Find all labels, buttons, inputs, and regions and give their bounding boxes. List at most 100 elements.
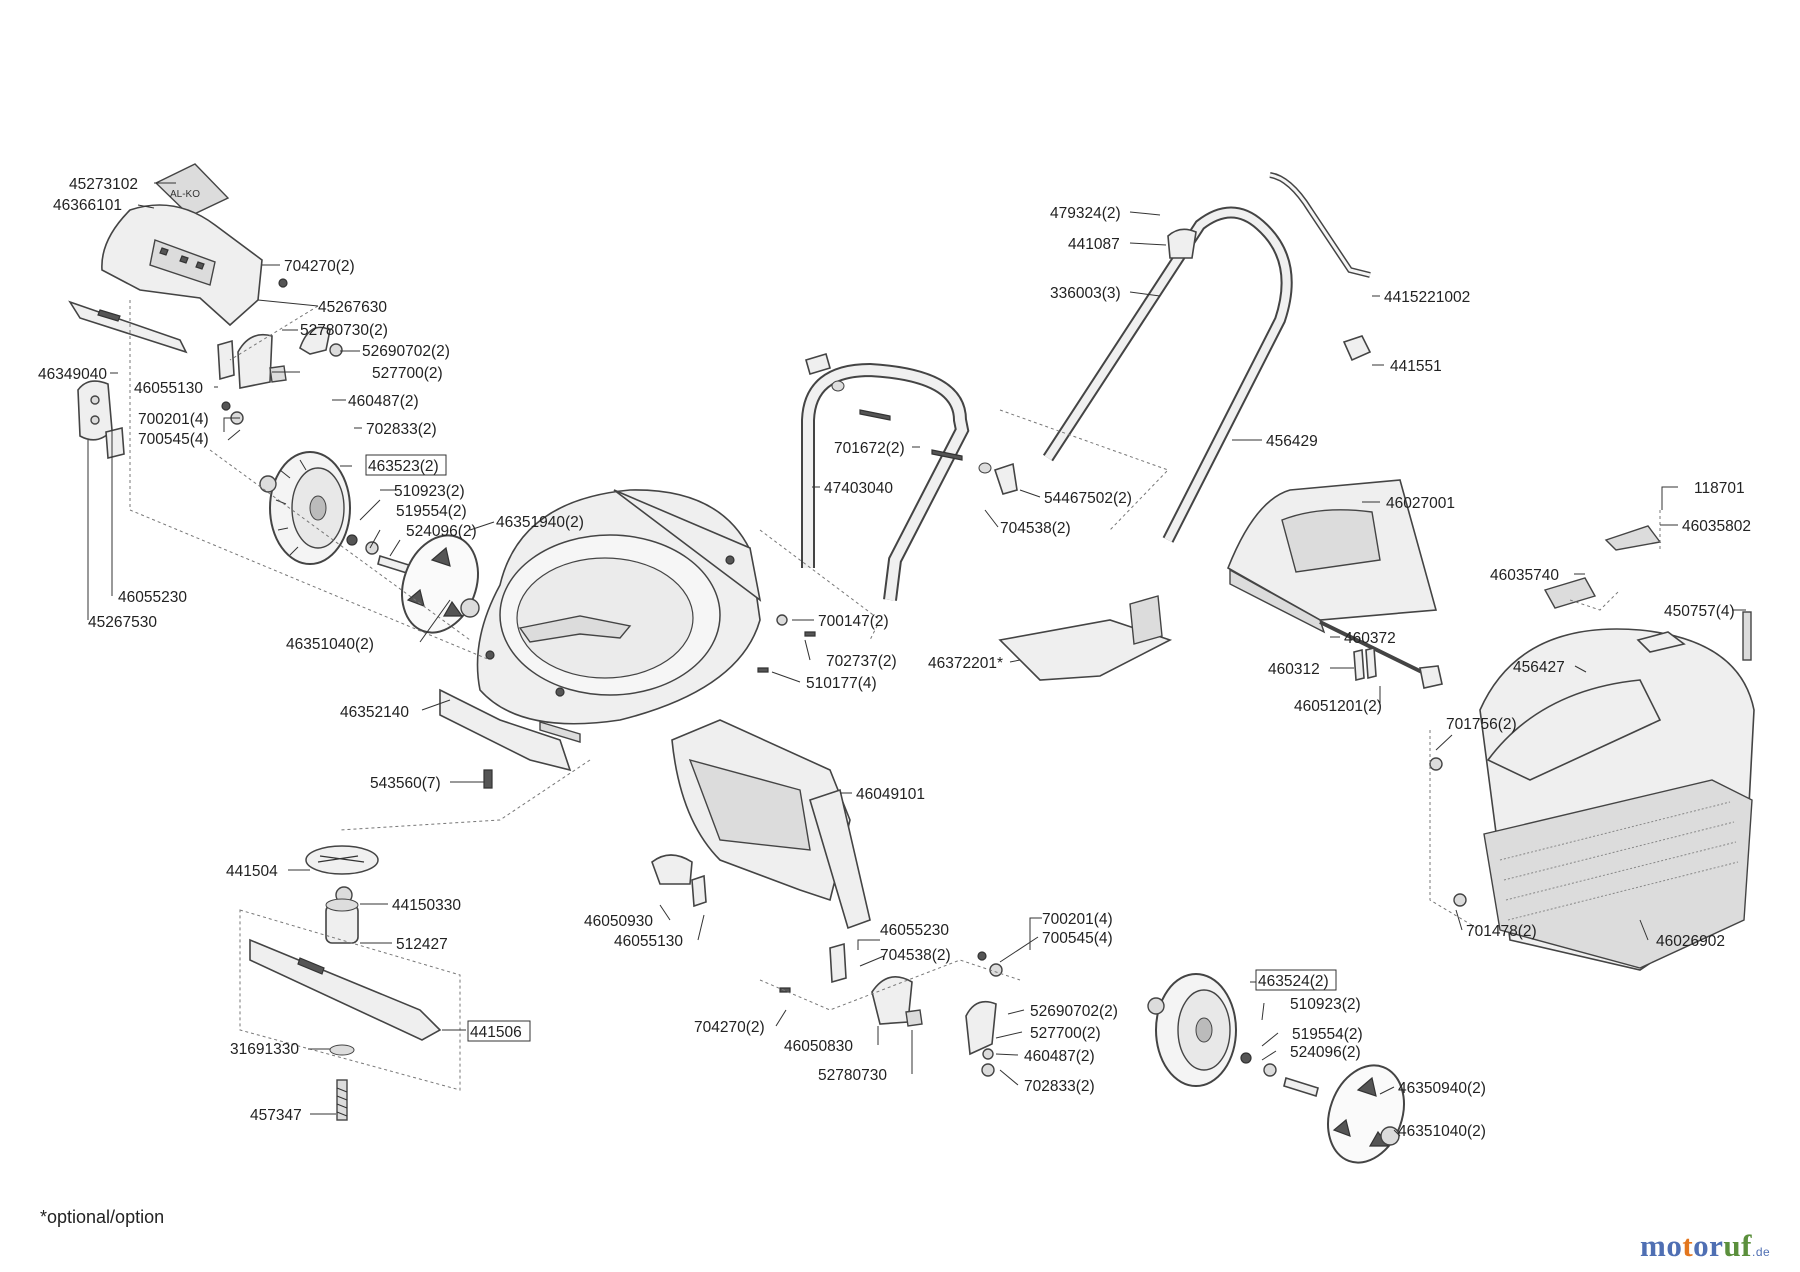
- part-label: 701478(2): [1466, 923, 1537, 940]
- part-label: 701756(2): [1446, 716, 1517, 733]
- right-hubcap-part: [1327, 1064, 1405, 1164]
- part-label: 46035802: [1682, 518, 1751, 535]
- height-adjuster-left-part: [77, 380, 125, 460]
- part-label: 700147(2): [818, 613, 889, 630]
- grass-catcher-part: [1429, 525, 1755, 971]
- leader-lines: [87, 182, 1746, 1137]
- part-label: 700201(4): [1042, 911, 1113, 928]
- part-label: 524096(2): [406, 523, 477, 540]
- part-label: 527700(2): [1030, 1025, 1101, 1042]
- part-label: 704270(2): [284, 258, 355, 275]
- part-label: 510923(2): [394, 483, 465, 500]
- part-label: 46351040(2): [1398, 1123, 1486, 1140]
- brand-logo-part: t: [1682, 1228, 1694, 1263]
- part-label: 463524(2): [1258, 973, 1329, 990]
- rear-flap-part: [101, 204, 263, 327]
- deck-screws-part: [483, 614, 816, 789]
- part-label: 704270(2): [694, 1019, 765, 1036]
- part-label: 456427: [1513, 659, 1565, 676]
- part-label: 46027001: [1386, 495, 1455, 512]
- part-label: 441087: [1068, 236, 1120, 253]
- part-label: 45267530: [88, 614, 157, 631]
- part-label: 524096(2): [1290, 1044, 1361, 1061]
- part-label: 46055130: [134, 380, 203, 397]
- part-label: 441506: [470, 1024, 522, 1041]
- part-label: 702833(2): [1024, 1078, 1095, 1095]
- part-label: 46352140: [340, 704, 409, 721]
- part-label: 52780730: [818, 1067, 887, 1084]
- mower-deck-part: [439, 489, 762, 772]
- part-label: 46350940(2): [1398, 1080, 1486, 1097]
- part-label: 704538(2): [1000, 520, 1071, 537]
- part-label: 460487(2): [1024, 1048, 1095, 1065]
- catcher-lid-part: [1226, 479, 1438, 634]
- blade-assembly-part: [249, 845, 442, 1121]
- part-label: 456429: [1266, 433, 1318, 450]
- parts-artwork: AL-KO: [68, 163, 1755, 1164]
- part-label: 52690702(2): [362, 343, 450, 360]
- brand-logo-tld: .de: [1752, 1245, 1771, 1259]
- part-label: 457347: [250, 1107, 302, 1124]
- part-label: 54467502(2): [1044, 490, 1132, 507]
- rear-chute-part: [671, 719, 871, 930]
- part-label: 519554(2): [396, 503, 467, 520]
- mulch-plug-part: [998, 595, 1173, 681]
- part-label: 700545(4): [1042, 930, 1113, 947]
- part-label: 702833(2): [366, 421, 437, 438]
- brand-plate-part: AL-KO: [154, 163, 230, 217]
- brand-logo-part: uf: [1723, 1228, 1752, 1263]
- part-label: 510923(2): [1290, 996, 1361, 1013]
- part-label: 527700(2): [372, 365, 443, 382]
- part-label: 46050930: [584, 913, 653, 930]
- part-label: 510177(4): [806, 675, 877, 692]
- rear-right-wheel-part: [1147, 973, 1319, 1098]
- part-label: 4415221002: [1384, 289, 1470, 306]
- part-label: 46051201(2): [1294, 698, 1382, 715]
- part-number-labels: 45273102 46366101 704270(2) 45267630 527…: [38, 176, 1751, 1140]
- part-label: 46049101: [856, 786, 925, 803]
- assembly-guide-lines: [129, 300, 1661, 1091]
- part-label: 543560(7): [370, 775, 441, 792]
- part-label: 46349040: [38, 366, 107, 383]
- part-label: 46366101: [53, 197, 122, 214]
- part-label: 460487(2): [348, 393, 419, 410]
- part-label: 52690702(2): [1030, 1003, 1118, 1020]
- rear-left-wheel-part: [259, 451, 413, 576]
- part-label: 46055230: [118, 589, 187, 606]
- upper-handle-part: [1042, 172, 1372, 543]
- part-label: 46055230: [880, 922, 949, 939]
- part-label: 47403040: [824, 480, 893, 497]
- part-label: 46351940(2): [496, 514, 584, 531]
- part-label: 460372: [1344, 630, 1396, 647]
- part-label: 46026902: [1656, 933, 1725, 950]
- brand-logo-part: or: [1693, 1228, 1724, 1263]
- left-hubcap-part: [401, 534, 480, 634]
- part-label: 479324(2): [1050, 205, 1121, 222]
- part-label: 463523(2): [368, 458, 439, 475]
- svg-text:AL-KO: AL-KO: [170, 189, 200, 200]
- rear-rod-part: [1319, 620, 1443, 689]
- part-label: 45273102: [69, 176, 138, 193]
- part-label: 701672(2): [834, 440, 905, 457]
- rear-hinge-bar-part: [68, 300, 188, 354]
- part-label: 702737(2): [826, 653, 897, 670]
- part-label: 45267630: [318, 299, 387, 316]
- part-label: 700545(4): [138, 431, 209, 448]
- part-label: 441504: [226, 863, 278, 880]
- height-adjuster-top-part: [217, 278, 343, 425]
- part-label: 52780730(2): [300, 322, 388, 339]
- part-label: 700201(4): [138, 411, 209, 428]
- part-label: 46055130: [614, 933, 683, 950]
- brand-logo: motoruf.de: [1640, 1228, 1770, 1264]
- part-label: 512427: [396, 936, 448, 953]
- part-label: 46372201*: [928, 655, 1003, 672]
- part-label: 460312: [1268, 661, 1320, 678]
- optional-footnote: *optional/option: [40, 1207, 165, 1227]
- part-label: 519554(2): [1292, 1026, 1363, 1043]
- part-label: 44150330: [392, 897, 461, 914]
- part-label: 450757(4): [1664, 603, 1735, 620]
- part-label: 46050830: [784, 1038, 853, 1055]
- part-label: 46035740: [1490, 567, 1559, 584]
- part-label: 46351040(2): [286, 636, 374, 653]
- part-label: 704538(2): [880, 947, 951, 964]
